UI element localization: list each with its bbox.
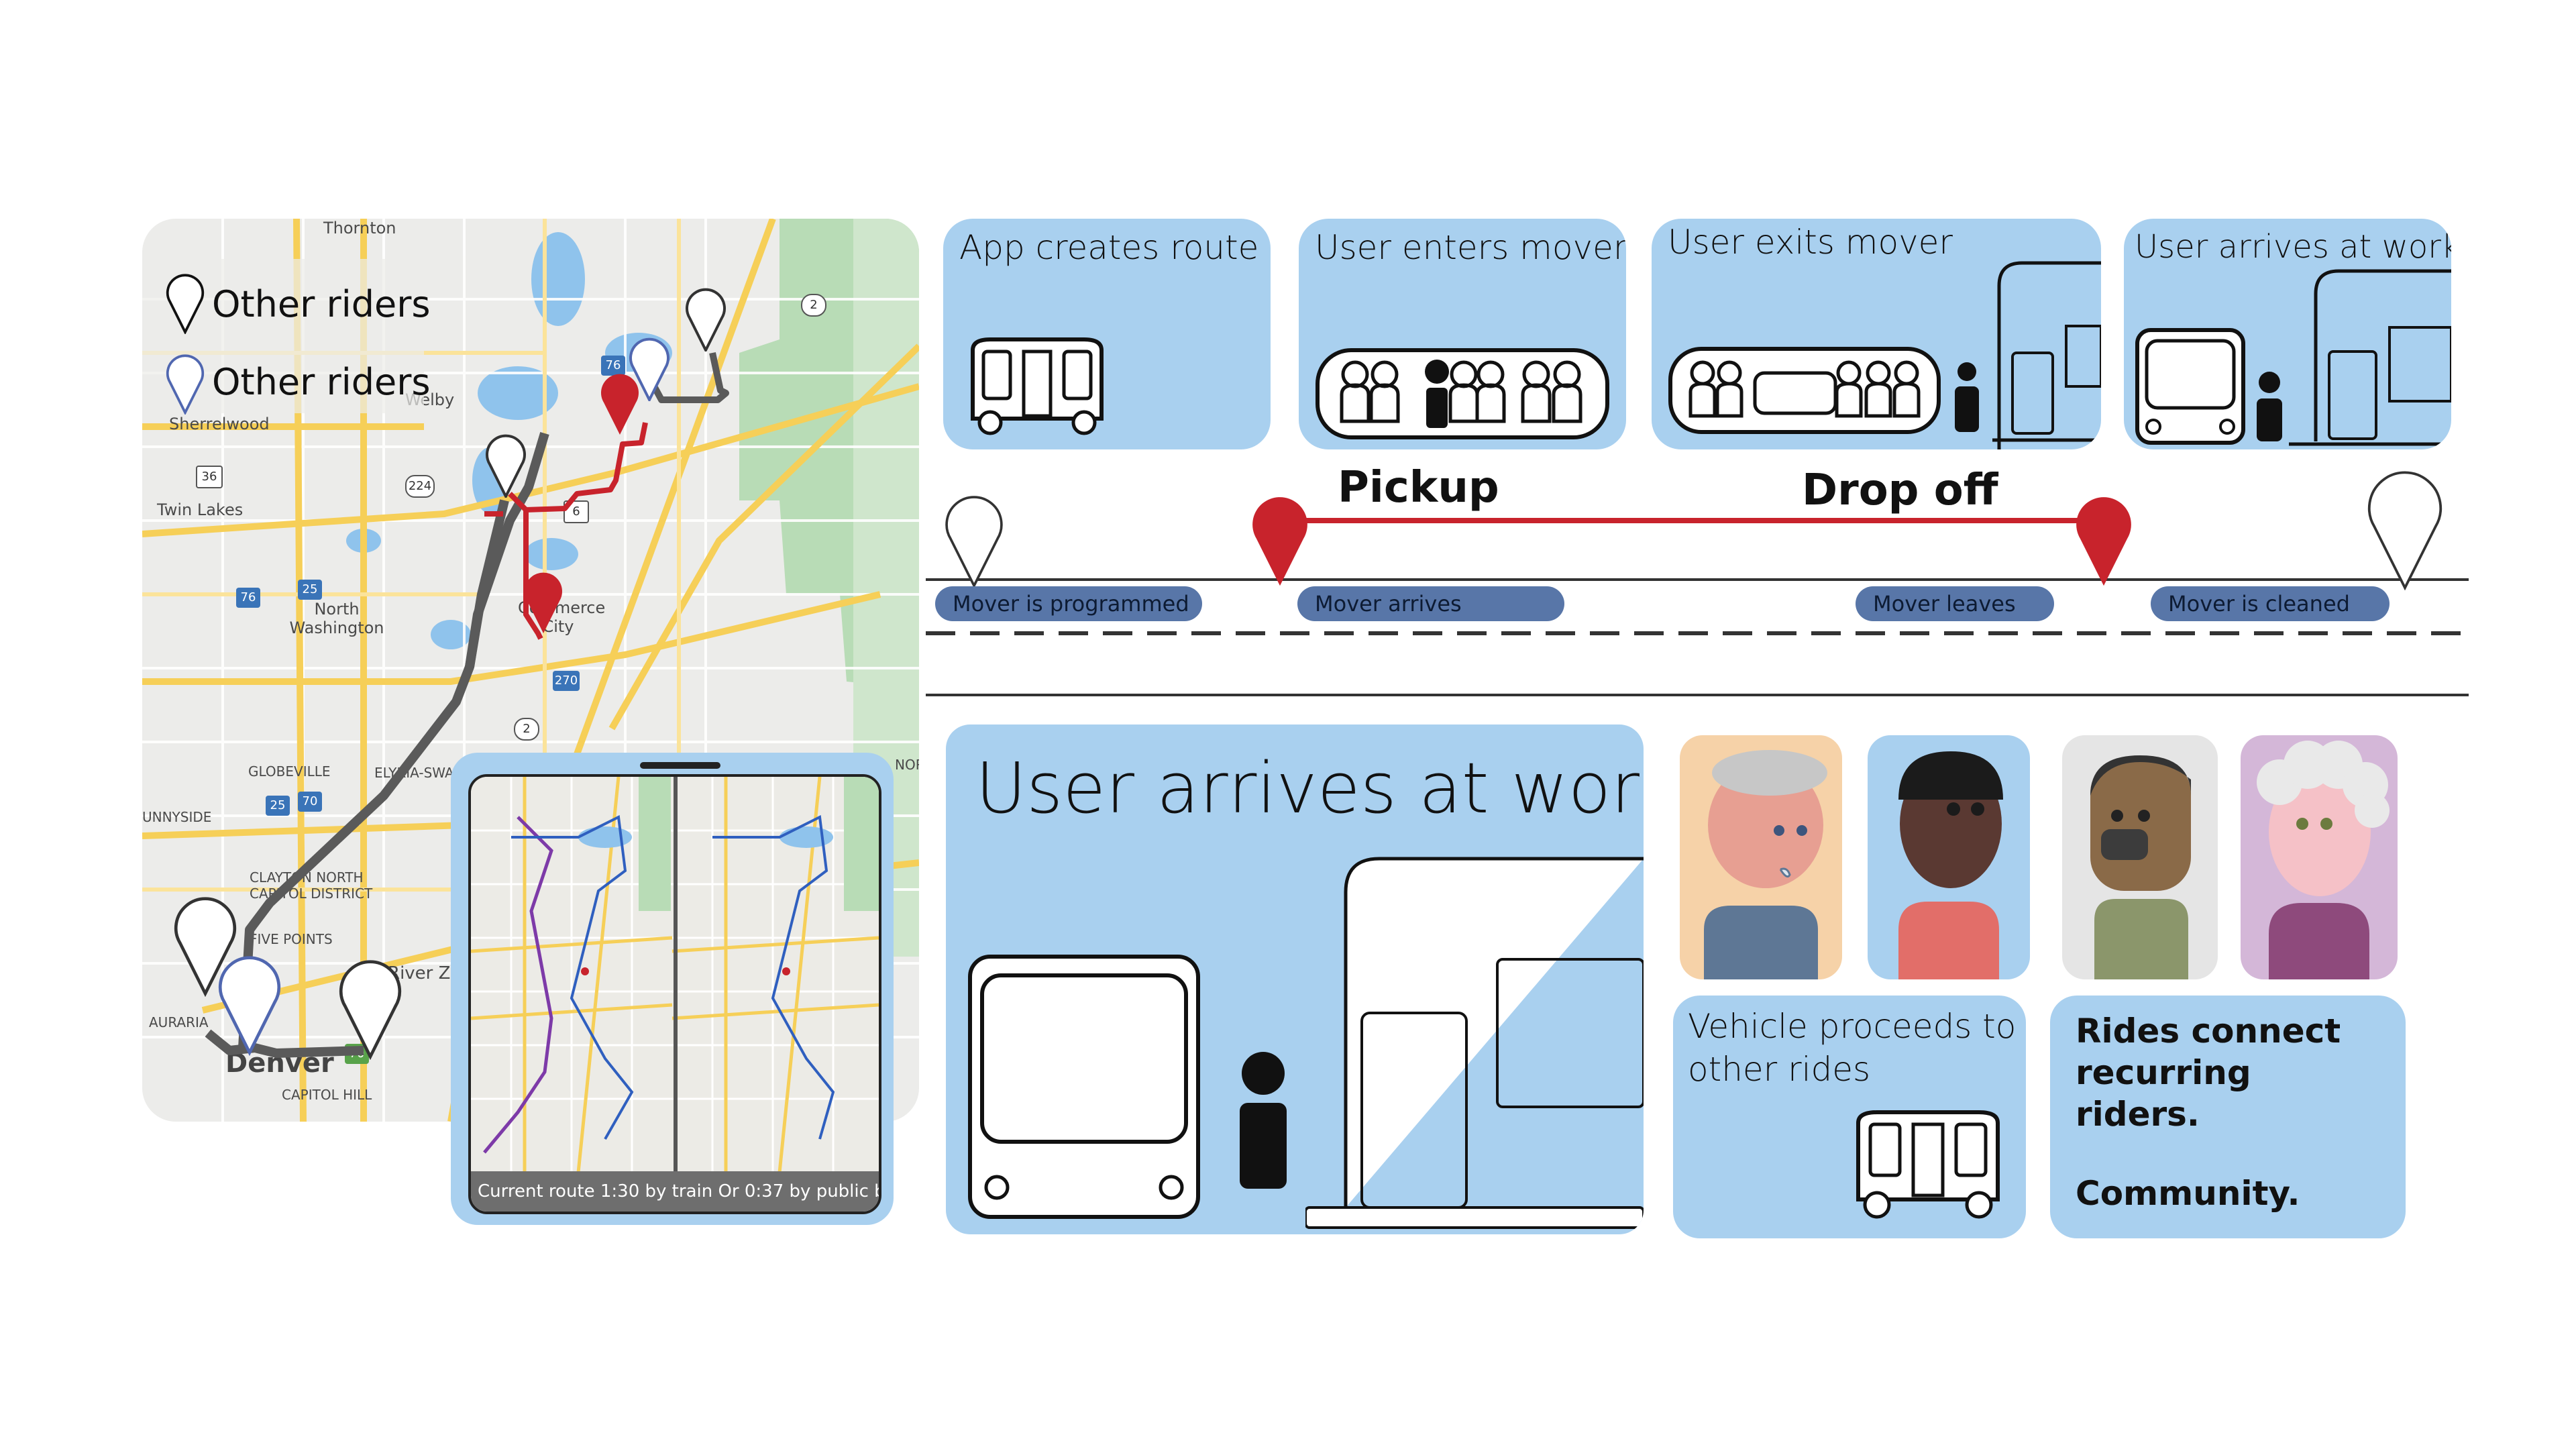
dropoff-label: Drop off [1802, 466, 1998, 515]
map-label-auraria: AURARIA [149, 1014, 209, 1030]
person-icon [1240, 1052, 1287, 1189]
map-label-thornton: Thornton [323, 219, 396, 237]
map-label-capitol-hill: CAPITOL HILL [282, 1087, 372, 1103]
highway-shield: 25 [298, 580, 322, 600]
map-label-twin-lakes: Twin Lakes [157, 500, 244, 519]
step-panel-user-arrives-at-work: User arrives at work [2124, 219, 2451, 449]
dropoff-pin-icon[interactable] [522, 568, 565, 635]
event-pill-mover-arrives: Mover arrives [1297, 586, 1564, 621]
rider-pin-icon[interactable] [684, 284, 727, 352]
step-panel-app-creates-route: App creates route [943, 219, 1271, 449]
step-title: User exits mover [1668, 223, 1953, 262]
person-icon [2257, 372, 2282, 441]
phone-route-caption: Current route 1:30 by train Or 0:37 by p… [471, 1171, 879, 1212]
avatar-face-icon [1898, 751, 2003, 979]
highway-shield: 76 [601, 356, 625, 376]
map-label-five-points: FIVE POINTS [250, 931, 333, 947]
event-pill-mover-programmed: Mover is programmed [935, 586, 1202, 621]
pickup-pin-icon [1252, 497, 1307, 586]
programmed-pin-icon [945, 496, 1003, 588]
step-panel-user-enters-mover: User enters mover [1299, 219, 1626, 449]
cleaned-pin-icon [2367, 471, 2443, 590]
workplace-building-icon [2289, 269, 2451, 446]
highway-shield: 70 [298, 792, 322, 812]
route-lines [205, 352, 729, 1058]
step-title: App creates route [959, 228, 1259, 267]
step-title: User arrives at work [2135, 228, 2451, 266]
outline-pin-icon [166, 274, 205, 334]
map-label-globeville: GLOBEVILLE [248, 763, 331, 780]
mover-interior-icon [1316, 348, 1609, 439]
phone-frame: Current route 1:30 by train Or 0:37 by p… [451, 753, 894, 1225]
community-text-line2: Community. [2076, 1174, 2300, 1213]
phone-notch [640, 762, 720, 769]
legend-label-other-riders: Other riders [212, 283, 431, 325]
map-label-nor: NOR [895, 757, 919, 773]
route-map[interactable]: Thornton Sherrelwood Welby Twin Lakes No… [142, 219, 919, 1122]
rider-pin-icon[interactable] [172, 890, 239, 997]
map-label-north-capitol: CLAYTON NORTH CAPITOL DISTRICT [250, 869, 373, 902]
mover-vehicle-icon [1856, 1110, 2000, 1219]
arrival-panel: User arrives at work [946, 724, 1644, 1234]
mover-vehicle-icon [971, 337, 1104, 435]
map-label-river-zo: River Zo [388, 963, 462, 983]
map-label-sunnyside: UNNYSIDE [142, 809, 212, 825]
rider-pin-icon[interactable] [484, 431, 527, 498]
vehicle-proceeds-text: Vehicle proceeds to other rides [1688, 1007, 2017, 1089]
highway-shield: 2 [514, 718, 539, 741]
community-text-line1: Rides connect recurring riders. [2076, 1012, 2341, 1134]
highway-shield: 224 [405, 475, 435, 498]
arrival-title: User arrives at work [975, 747, 1644, 829]
phone-screen[interactable]: Current route 1:30 by train Or 0:37 by p… [468, 774, 881, 1214]
workplace-building-icon [1305, 857, 1644, 1229]
rider-avatar-1 [1680, 735, 1842, 979]
step-panel-user-exits-mover: User exits mover [1652, 219, 2101, 449]
avatar-face-icon [2257, 741, 2390, 979]
rider-pin-icon[interactable] [216, 949, 283, 1056]
rider-avatar-3 [2062, 735, 2218, 979]
pickup-pin-icon[interactable] [598, 369, 641, 436]
phone-map-view [471, 777, 879, 1173]
avatar-face-icon [2090, 755, 2191, 979]
avatar-face-icon [1704, 750, 1827, 979]
rider-pin-icon[interactable] [628, 334, 671, 401]
step-title: User enters mover [1315, 228, 1626, 267]
workplace-building-icon [1992, 261, 2101, 449]
mover-front-icon [968, 955, 1200, 1219]
event-pill-mover-leaves: Mover leaves [1856, 586, 2054, 621]
rider-avatar-2 [1868, 735, 2030, 979]
vehicle-proceeds-card: Vehicle proceeds to other rides [1673, 996, 2026, 1238]
highway-shield: 25 [266, 796, 290, 816]
rider-avatar-4 [2241, 735, 2398, 979]
rider-pin-icon[interactable] [337, 953, 404, 1060]
person-icon [1955, 362, 1979, 432]
community-card: Rides connect recurring riders. Communit… [2050, 996, 2406, 1238]
legend-label-other-riders-blue: Other riders [212, 361, 431, 403]
highway-shield: 76 [236, 588, 260, 608]
map-label-sherrelwood: Sherrelwood [169, 415, 270, 433]
highway-shield: 2 [801, 294, 826, 317]
highway-shield: 270 [553, 671, 580, 691]
dropoff-pin-icon [2076, 497, 2131, 586]
pickup-label: Pickup [1338, 463, 1499, 513]
mover-exit-icon [1668, 347, 1941, 434]
blue-outline-pin-icon [166, 354, 205, 415]
highway-shield: 6 [564, 500, 589, 523]
timeline-track [926, 518, 2469, 696]
event-pill-mover-cleaned: Mover is cleaned [2151, 586, 2390, 621]
highway-shield: 36 [196, 466, 223, 488]
map-label-north-washington: North Washington [289, 600, 384, 637]
mover-front-icon [2135, 328, 2245, 445]
